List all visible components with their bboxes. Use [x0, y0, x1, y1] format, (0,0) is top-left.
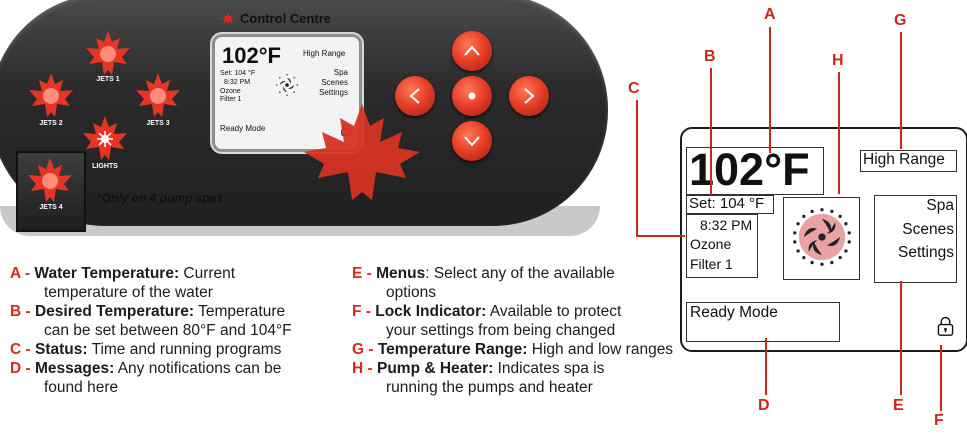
legend-item-f: F - Lock Indicator: Available to protect…: [352, 302, 682, 340]
jets-3-button[interactable]: [135, 72, 181, 118]
callout-a: A: [764, 6, 776, 24]
zoom-range: High Range: [863, 151, 945, 169]
maple-leaf-logo-icon: [221, 12, 235, 26]
lcd-menu-spa: Spa: [334, 68, 348, 77]
dot-icon: [452, 76, 492, 116]
zoom-set-temp: Set: 104 °F: [689, 195, 764, 212]
pump-heater-icon: [275, 73, 299, 97]
zoom-menu-settings: Settings: [898, 244, 954, 262]
legend-item-c: C - Status: Time and running programs: [10, 340, 340, 359]
lcd-set-temp: Set: 104 °F: [220, 70, 255, 77]
jets-1-button[interactable]: [85, 30, 131, 76]
chevron-up-icon: [452, 31, 492, 71]
callout-line-h: [838, 72, 840, 194]
zoom-filter: Filter 1: [690, 256, 733, 272]
jets-3-label: JETS 3: [128, 120, 188, 127]
nav-up-button[interactable]: [452, 31, 492, 71]
legend-item-a: A - Water Temperature: Current temperatu…: [10, 264, 340, 302]
maple-leaf-decoration-icon: [302, 102, 422, 202]
callout-line-c-h: [636, 235, 685, 237]
legend-item-g: G - Temperature Range: High and low rang…: [352, 340, 732, 359]
callout-line-b: [710, 68, 712, 195]
callout-line-d: [765, 338, 767, 395]
chevron-left-icon: [395, 76, 435, 116]
spa-control-panel: Control Centre 102°F High Range Set: 104…: [0, 0, 608, 226]
zoom-lock-icon: [937, 316, 954, 336]
jets-4-button[interactable]: [27, 157, 73, 203]
legend-item-h: H - Pump & Heater: Indicates spa is runn…: [352, 359, 682, 397]
legend-item-e: E - Menus: Select any of the available o…: [352, 264, 682, 302]
zoom-ozone: Ozone: [690, 236, 731, 252]
lcd-message: Ready Mode: [220, 124, 265, 133]
jets-2-label: JETS 2: [21, 120, 81, 127]
jets-4-inset: JETS 4: [16, 151, 86, 232]
callout-d: D: [758, 397, 770, 415]
zoomed-display: 102°F High Range Set: 104 °F 8:32 PM Ozo…: [680, 127, 967, 352]
lights-button[interactable]: [82, 115, 128, 161]
callout-line-e: [900, 281, 902, 395]
callout-e: E: [893, 397, 904, 415]
zoom-water-temp: 102°F: [689, 145, 810, 195]
nav-select-button[interactable]: [452, 76, 492, 116]
lcd-menu-scenes: Scenes: [321, 78, 348, 87]
callout-line-f: [940, 345, 942, 411]
nav-right-button[interactable]: [509, 76, 549, 116]
callout-line-a: [769, 27, 771, 153]
callout-line-c: [636, 100, 638, 236]
jets-2-button[interactable]: [28, 72, 74, 118]
callout-f: F: [934, 412, 944, 430]
zoom-pump-heater-icon: [789, 204, 855, 270]
zoom-message: Ready Mode: [690, 304, 778, 322]
jets-1-label: JETS 1: [78, 76, 138, 83]
footnote: *Only on 4 pump spas: [97, 191, 223, 205]
callout-h: H: [832, 52, 844, 70]
lcd-water-temp: 102°F: [222, 43, 281, 69]
legend-item-b: B - Desired Temperature: Temperature can…: [10, 302, 340, 340]
callout-g: G: [894, 12, 906, 30]
zoom-menu-scenes: Scenes: [902, 221, 954, 239]
lcd-ozone: Ozone: [220, 88, 241, 95]
nav-left-button[interactable]: [395, 76, 435, 116]
callout-b: B: [704, 48, 716, 66]
legend-item-d: D - Messages: Any notifications can be f…: [10, 359, 340, 397]
lcd-filter: Filter 1: [220, 96, 241, 103]
lcd-menu-settings: Settings: [319, 88, 348, 97]
chevron-down-icon: [452, 121, 492, 161]
brand-name: Control Centre: [240, 11, 331, 26]
lcd-time: 8:32 PM: [224, 79, 250, 86]
nav-down-button[interactable]: [452, 121, 492, 161]
lcd-range: High Range: [303, 49, 345, 58]
zoom-time: 8:32 PM: [700, 217, 752, 233]
callout-c: C: [628, 80, 640, 98]
chevron-right-icon: [509, 76, 549, 116]
callout-line-g: [900, 32, 902, 149]
zoom-menu-spa: Spa: [926, 197, 954, 215]
jets-4-label: JETS 4: [21, 204, 81, 211]
